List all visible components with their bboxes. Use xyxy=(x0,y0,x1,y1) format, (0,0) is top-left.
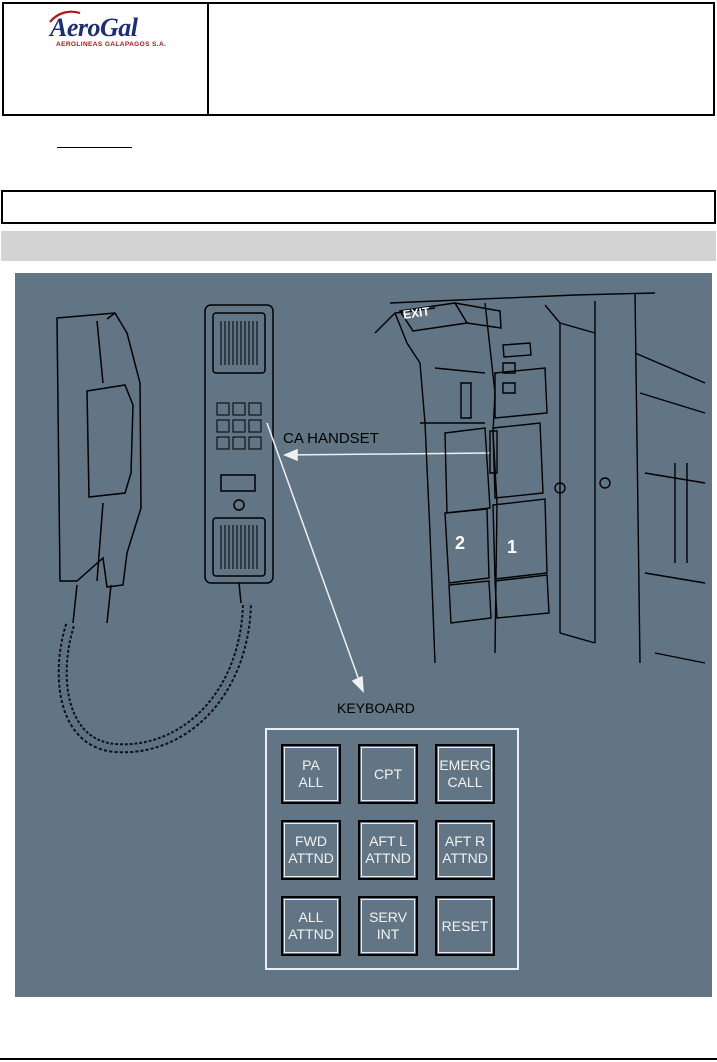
keyboard-label: KEYBOARD xyxy=(337,700,415,716)
coiled-cord xyxy=(72,582,242,624)
key-serv-int: SERV INT xyxy=(358,896,418,956)
key-aft-r-attnd: AFT R ATTND xyxy=(435,820,495,880)
footer-rule xyxy=(0,1058,717,1060)
galley-illustration xyxy=(374,292,706,664)
station-2-label: 2 xyxy=(455,533,466,553)
key-cpt: CPT xyxy=(358,744,418,804)
logo-subtitle: AEROLINEAS GALAPAGOS S.A. xyxy=(56,41,167,48)
key-fwd-attnd: FWD ATTND xyxy=(281,820,341,880)
logo-wordmark: AeroGal xyxy=(50,13,138,42)
logo-swoosh-icon xyxy=(49,10,81,23)
keyboard-arrow xyxy=(266,422,361,684)
document-header: AeroGal AEROLINEAS GALAPAGOS S.A. xyxy=(2,2,715,116)
underlined-heading-mark xyxy=(57,147,132,148)
key-emerg-call: EMERG CALL xyxy=(435,744,495,804)
mini-keypad xyxy=(216,402,262,450)
key-all-attnd: ALL ATTND xyxy=(281,896,341,956)
key-aft-l-attnd: AFT L ATTND xyxy=(358,820,418,880)
ca-handset-figure: EXIT 2 1 CA HANDSET KEYBOARD PA ALL CPT … xyxy=(15,273,712,997)
keyboard-panel: PA ALL CPT EMERG CALL FWD ATTND AFT L AT… xyxy=(265,728,519,970)
aerogal-logo: AeroGal AEROLINEAS GALAPAGOS S.A. xyxy=(49,10,180,54)
section-subtitle-band xyxy=(1,231,716,261)
handset-side-earpiece xyxy=(86,384,134,498)
section-title-box xyxy=(1,190,716,224)
ca-handset-label: CA HANDSET xyxy=(283,430,379,447)
ca-handset-arrow xyxy=(284,452,491,456)
header-divider xyxy=(207,4,209,114)
handset-display xyxy=(220,474,256,492)
earpiece-grille xyxy=(220,321,258,365)
station-1-label: 1 xyxy=(507,537,518,557)
key-pa-all: PA ALL xyxy=(281,744,341,804)
figure-drawing xyxy=(56,292,706,754)
key-reset: RESET xyxy=(435,896,495,956)
handset-front-body xyxy=(204,304,274,584)
handset-side-body xyxy=(56,312,142,588)
mouthpiece-grille xyxy=(220,525,258,569)
